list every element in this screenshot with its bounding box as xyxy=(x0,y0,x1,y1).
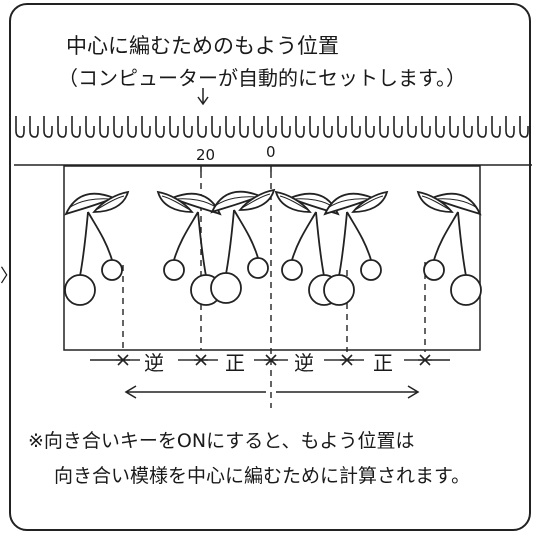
needle xyxy=(85,116,95,138)
pointer-arrow xyxy=(197,88,209,106)
cherry-3 xyxy=(210,189,275,304)
direction-label-reverse-1: 逆 xyxy=(144,351,164,375)
needle xyxy=(407,116,417,138)
side-arrow-marker: 〉 xyxy=(0,266,18,287)
needle xyxy=(225,116,235,138)
direction-label-reverse-2: 逆 xyxy=(294,351,314,375)
needle xyxy=(491,116,501,138)
needle xyxy=(379,116,389,138)
needle xyxy=(281,116,291,138)
needle xyxy=(365,116,375,138)
needle xyxy=(169,116,179,138)
needle xyxy=(239,116,249,138)
needle xyxy=(71,116,81,138)
needle xyxy=(337,116,347,138)
tick-label-0: 0 xyxy=(266,143,276,161)
needle xyxy=(141,116,151,138)
needle xyxy=(113,116,123,138)
needle xyxy=(421,116,431,138)
needle xyxy=(267,116,277,138)
needle xyxy=(477,116,487,138)
diagram-subtitle: （コンピューターが自動的にセットします。） xyxy=(58,66,466,90)
needle xyxy=(43,116,53,138)
needle xyxy=(253,116,263,138)
needle xyxy=(323,116,333,138)
needle xyxy=(449,116,459,138)
needle xyxy=(435,116,445,138)
needle xyxy=(15,116,25,138)
needle xyxy=(99,116,109,138)
needle xyxy=(463,116,473,138)
needle xyxy=(393,116,403,138)
needle xyxy=(519,116,529,138)
needle-bed xyxy=(15,116,529,138)
needle xyxy=(127,116,137,138)
direction-label-normal-2: 正 xyxy=(373,351,393,375)
direction-arrows xyxy=(124,385,420,399)
cherry-6 xyxy=(417,191,482,306)
direction-label-normal-1: 正 xyxy=(225,351,245,375)
needle xyxy=(505,116,515,138)
tick-label-20: 20 xyxy=(196,146,216,164)
panel-frame xyxy=(9,3,531,531)
needle xyxy=(57,116,67,138)
explanatory-note: ※向き合いキーをONにすると、もよう位置は 向き合い模様を中心に編むために計算さ… xyxy=(28,424,523,494)
cherry-1 xyxy=(64,191,129,306)
note-line-1: ※向き合いキーをONにすると、もよう位置は xyxy=(28,430,415,452)
needle xyxy=(183,116,193,138)
cherry-5 xyxy=(323,191,388,306)
needle xyxy=(351,116,361,138)
star-markers xyxy=(116,354,432,366)
needle xyxy=(309,116,319,138)
note-line-2: 向き合い模様を中心に編むために計算されます。 xyxy=(54,465,471,487)
needle xyxy=(197,116,207,138)
needle xyxy=(211,116,221,138)
needle xyxy=(29,116,39,138)
needle xyxy=(155,116,165,138)
diagram-title: 中心に編むためのもよう位置 xyxy=(66,34,339,58)
pattern-area xyxy=(63,165,481,351)
needle xyxy=(295,116,305,138)
